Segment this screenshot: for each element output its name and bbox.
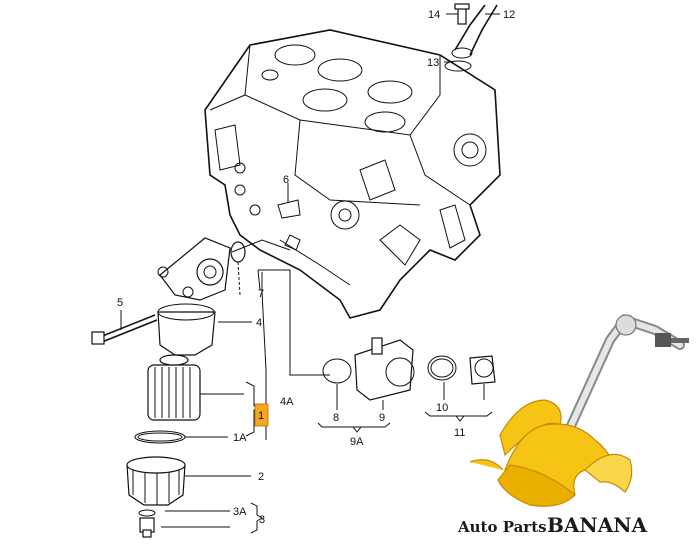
brand-logo: Auto Parts BANANA (457, 314, 689, 537)
callout-13: 13 (427, 57, 439, 69)
callout-4a: 4A (280, 396, 294, 408)
callout-9a: 9A (350, 436, 364, 448)
callout-labels: 14 12 13 6 5 7 4 1 4A 1A 2 3A 3 8 9 9A 1… (117, 9, 515, 526)
callout-9: 9 (379, 412, 385, 424)
link-arm-graphic (555, 314, 689, 455)
callout-14: 14 (428, 9, 440, 21)
callout-8: 8 (333, 412, 339, 424)
callout-12: 12 (503, 9, 515, 21)
callout-1: 1 (258, 410, 264, 422)
callout-11: 11 (454, 427, 465, 439)
callout-3: 3 (259, 514, 265, 526)
filter-bowl (157, 303, 216, 356)
callout-4: 4 (256, 317, 262, 329)
callout-7: 7 (258, 288, 264, 300)
bolt (91, 314, 158, 345)
filter-element (147, 354, 201, 421)
brand-name-prefix: Auto Parts (457, 518, 547, 536)
highlight-box-part-1 (254, 403, 269, 427)
callout-10: 10 (436, 402, 448, 414)
banana-graphic (469, 399, 633, 507)
callout-2: 2 (258, 471, 264, 483)
callout-3a: 3A (233, 506, 247, 518)
drain-plug (138, 509, 156, 538)
filter-cap (126, 456, 186, 506)
callout-1a: 1A (233, 432, 247, 444)
engine-block (204, 29, 501, 319)
oil-pipe (444, 3, 498, 72)
callout-5: 5 (117, 297, 123, 309)
leader-lines (120, 13, 500, 534)
brand-name-main: BANANA (547, 513, 648, 537)
callout-6: 6 (283, 174, 289, 186)
oil-cooler-group (322, 337, 496, 401)
o-ring-1a (134, 430, 186, 444)
filter-housing (157, 237, 246, 301)
